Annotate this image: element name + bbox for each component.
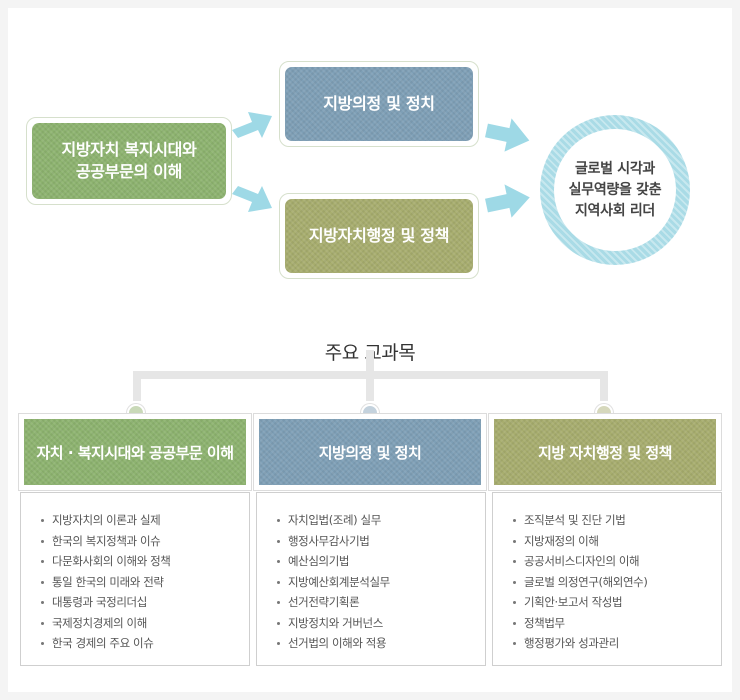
lower-box-label: 지방자치행정 및 정책 <box>285 199 473 273</box>
course-item: 정책법무 <box>513 613 721 634</box>
course-item: 국제정치경제의 이해 <box>41 613 249 634</box>
course-item: 조직분석 및 진단 기법 <box>513 510 721 531</box>
course-item: 예산심의기법 <box>277 551 485 572</box>
course-item: 지방자치의 이론과 실제 <box>41 510 249 531</box>
column-2-list: 자치입법(조례) 실무 행정사무감사기법 예산심의기법 지방예산회계분석실무 선… <box>256 492 486 666</box>
bracket-middle <box>366 350 374 401</box>
arrow-to-upper-icon <box>232 112 272 138</box>
course-item: 통일 한국의 미래와 전략 <box>41 572 249 593</box>
column-1-list: 지방자치의 이론과 실제 한국의 복지정책과 이슈 다문화사회의 이해와 정책 … <box>20 492 250 666</box>
upper-box-label: 지방의정 및 정치 <box>285 67 473 141</box>
column-3-header: 지방 자치행정 및 정책 <box>488 413 722 491</box>
arrow-from-lower-icon <box>485 184 530 218</box>
course-item: 글로벌 의정연구(해외연수) <box>513 572 721 593</box>
column-2-heading: 지방의정 및 정치 <box>259 419 481 485</box>
column-3-list: 조직분석 및 진단 기법 지방재정의 이해 공공서비스디자인의 이해 글로벌 의… <box>492 492 722 666</box>
course-item: 한국 경제의 주요 이슈 <box>41 633 249 654</box>
course-item: 지방정치와 거버넌스 <box>277 613 485 634</box>
course-item: 행정사무감사기법 <box>277 531 485 552</box>
course-item: 행정평가와 성과관리 <box>513 633 721 654</box>
course-item: 자치입법(조례) 실무 <box>277 510 485 531</box>
course-item: 공공서비스디자인의 이해 <box>513 551 721 572</box>
course-item: 한국의 복지정책과 이슈 <box>41 531 249 552</box>
course-item: 지방예산회계분석실무 <box>277 572 485 593</box>
bracket-left <box>133 371 141 401</box>
column-2-header: 지방의정 및 정치 <box>253 413 487 491</box>
column-3-heading: 지방 자치행정 및 정책 <box>494 419 716 485</box>
column-1-heading: 자치 · 복지시대와 공공부문 이해 <box>24 419 246 485</box>
lower-box: 지방자치행정 및 정책 <box>279 193 479 279</box>
course-item: 지방재정의 이해 <box>513 531 721 552</box>
course-item: 대통령과 국정리더십 <box>41 592 249 613</box>
column-1-header: 자치 · 복지시대와 공공부문 이해 <box>18 413 252 491</box>
upper-box: 지방의정 및 정치 <box>279 61 479 147</box>
course-item: 선거법의 이해와 적용 <box>277 633 485 654</box>
bracket-right <box>600 371 608 401</box>
course-item: 다문화사회의 이해와 정책 <box>41 551 249 572</box>
course-item: 기획안·보고서 작성법 <box>513 592 721 613</box>
arrow-to-lower-icon <box>232 186 272 212</box>
course-item: 선거전략기획론 <box>277 592 485 613</box>
arrow-from-upper-icon <box>485 118 530 152</box>
